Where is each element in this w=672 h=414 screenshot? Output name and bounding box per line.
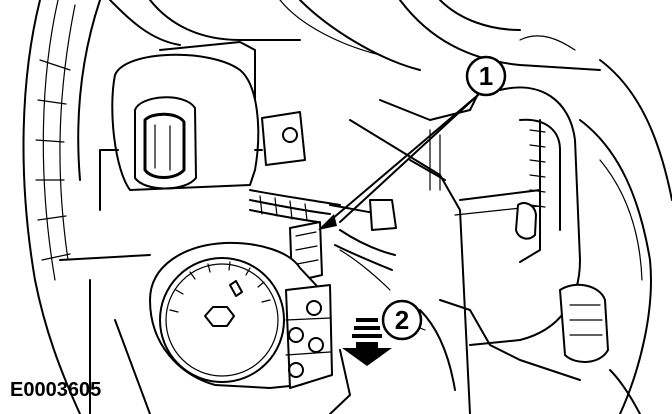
far-right-contour [559, 59, 672, 414]
figure-id-label: E0003605 [10, 379, 101, 401]
housing-right [349, 0, 601, 414]
actuator-motor [149, 241, 331, 389]
housing-left-arc [22, 0, 101, 414]
connector-housing [285, 284, 333, 389]
callout-2-label: 2 [395, 305, 409, 335]
callout-1: 1 [318, 55, 507, 230]
callout-1-label: 1 [479, 61, 493, 91]
lower-housing [59, 254, 581, 414]
callout-2: 2 [381, 299, 423, 341]
upper-duct [109, 0, 421, 121]
removal-direction-arrow [342, 318, 392, 366]
wire-harness [249, 189, 397, 291]
mounting-bracket [254, 111, 306, 166]
right-vent-panel [469, 86, 581, 346]
actuator-body [99, 53, 260, 211]
